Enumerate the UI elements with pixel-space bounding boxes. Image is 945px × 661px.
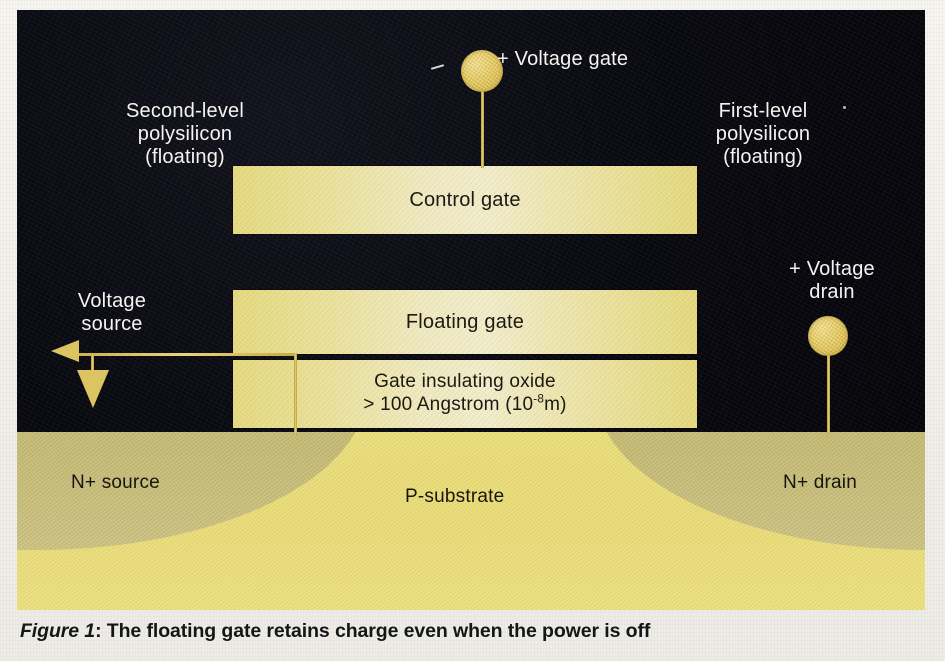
p-substrate-label: P-substrate [405,486,505,507]
second-level-polysilicon-label: Second-level polysilicon (floating) [125,100,245,169]
voltage-source-label: Voltage source [77,290,147,336]
first-level-polysilicon-label: First-level polysilicon (floating) [715,100,811,169]
voltage-source-horizontal-wire [69,353,297,356]
caption-body-text: The floating gate retains charge even wh… [106,620,651,642]
n-plus-drain-region [595,432,925,550]
floating-gate-label: Floating gate [405,311,525,333]
n-plus-source-region [17,432,367,550]
drain-terminal-node [808,316,848,356]
n-plus-drain-label: N+ drain [783,472,857,493]
n-plus-source-label: N+ source [71,472,160,493]
floating-gate-bar: Floating gate [233,290,697,354]
arrow-down-icon [77,370,109,408]
gate-oxide-line2-pre: > 100 Angstrom (10 [363,394,534,415]
drain-lead-wire [827,354,830,434]
gate-oxide-line2-post: m) [544,394,567,415]
voltage-gate-label: + Voltage gate [497,48,629,70]
caption-figure-number: Figure 1 [20,620,96,642]
caption-separator: : [95,620,102,642]
arrow-left-icon [51,340,79,362]
print-speck-icon [843,106,846,109]
gate-oxide-line1: Gate insulating oxide [374,371,556,393]
gate-terminal-node [461,50,503,92]
substrate-region: N+ source P-substrate N+ drain [17,432,925,610]
voltage-drain-label: + Voltage drain [789,258,875,304]
figure-caption: Figure 1: The floating gate retains char… [20,620,920,643]
gate-oxide-exponent: -8 [533,392,545,406]
gate-lead-wire [481,90,484,168]
diagram-plate: N+ source P-substrate N+ drain Control g… [17,10,925,610]
voltage-source-stub-wire [91,353,94,377]
gate-insulating-oxide-bar: Gate insulating oxide > 100 Angstrom (10… [233,360,697,428]
voltage-source-vertical-wire [294,353,297,435]
control-gate-bar: Control gate [233,166,697,234]
gate-oxide-label: Gate insulating oxide > 100 Angstrom (10… [363,371,566,417]
control-gate-label: Control gate [409,189,521,211]
